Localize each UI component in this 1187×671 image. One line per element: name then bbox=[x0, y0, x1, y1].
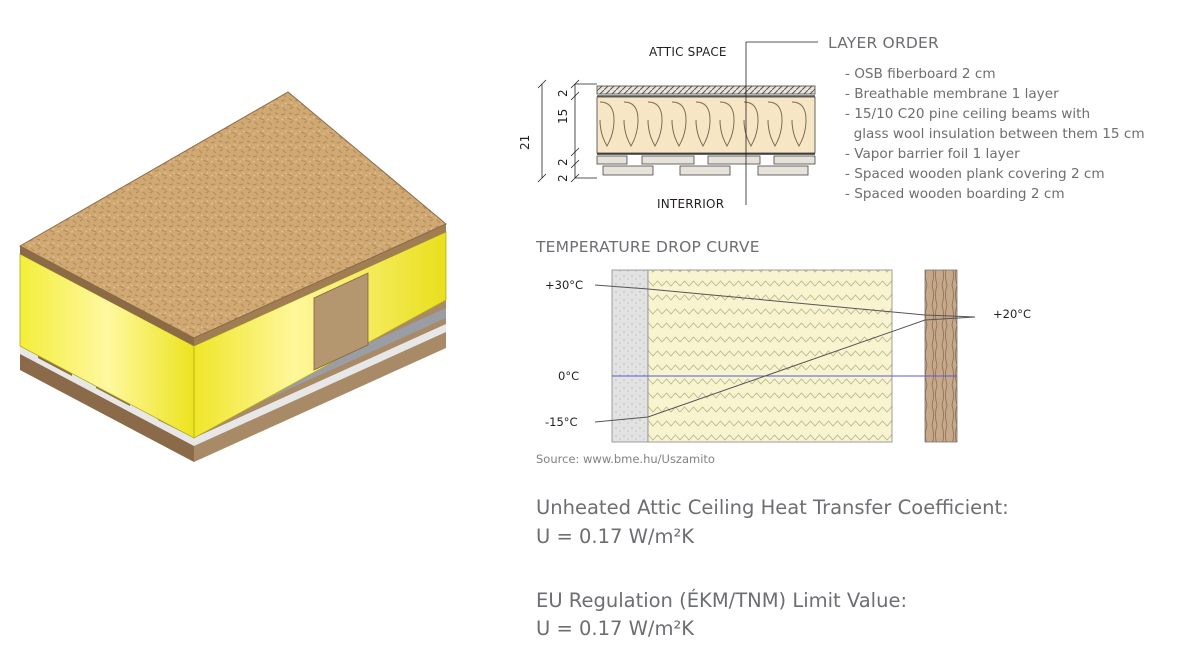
layer-order-list: - OSB fiberboard 2 cm - Breathable membr… bbox=[845, 64, 1145, 204]
layer-cross-section bbox=[537, 41, 818, 205]
source-note: Source: www.bme.hu/Uszamito bbox=[536, 452, 715, 466]
section-osb bbox=[596, 85, 816, 95]
wool-layer bbox=[647, 269, 893, 443]
dim-total: 21 bbox=[518, 134, 532, 150]
eu-limit-value: U = 0.17 W/m²K bbox=[536, 617, 695, 640]
layer-item: - Spaced wooden boarding 2 cm bbox=[845, 186, 1065, 202]
u-value-label: Unheated Attic Ceiling Heat Transfer Coe… bbox=[536, 496, 1009, 519]
layer-item: - 15/10 C20 pine ceiling beams with bbox=[845, 106, 1091, 122]
label-zero: 0°C bbox=[558, 369, 580, 383]
section-planks bbox=[596, 155, 816, 176]
concrete-layer bbox=[611, 269, 649, 443]
ceiling-beam bbox=[313, 272, 369, 371]
temperature-drop-diagram bbox=[594, 269, 976, 443]
dim-bottom2: 2 bbox=[556, 174, 570, 182]
temperature-title: TEMPERATURE DROP CURVE bbox=[536, 238, 760, 256]
layer-item: - Breathable membrane 1 layer bbox=[845, 86, 1059, 102]
dim-top: 2 bbox=[556, 89, 570, 97]
interior-label: INTERRIOR bbox=[657, 197, 725, 211]
osb-top-board bbox=[18, 91, 447, 339]
eu-limit-label: EU Regulation (ÉKM/TNM) Limit Value: bbox=[536, 589, 908, 612]
layer-item: - Vapor barrier foil 1 layer bbox=[845, 146, 1020, 162]
layer-item: - Spaced wooden plank covering 2 cm bbox=[845, 166, 1105, 182]
label-plus20: +20°C bbox=[993, 307, 1032, 321]
label-minus15: -15°C bbox=[545, 415, 578, 429]
layer-order-title: LAYER ORDER bbox=[828, 34, 940, 52]
dim-bottom1: 2 bbox=[556, 158, 570, 166]
attic-space-label: ATTIC SPACE bbox=[649, 45, 727, 59]
wood-layer bbox=[924, 269, 958, 443]
layer-item: - OSB fiberboard 2 cm bbox=[845, 66, 996, 82]
u-value: U = 0.17 W/m²K bbox=[536, 525, 695, 548]
ceiling-3d-model bbox=[18, 91, 447, 462]
layer-item: glass wool insulation between them 15 cm bbox=[845, 126, 1145, 142]
label-plus30: +30°C bbox=[545, 278, 584, 292]
dim-middle: 15 bbox=[556, 108, 570, 124]
